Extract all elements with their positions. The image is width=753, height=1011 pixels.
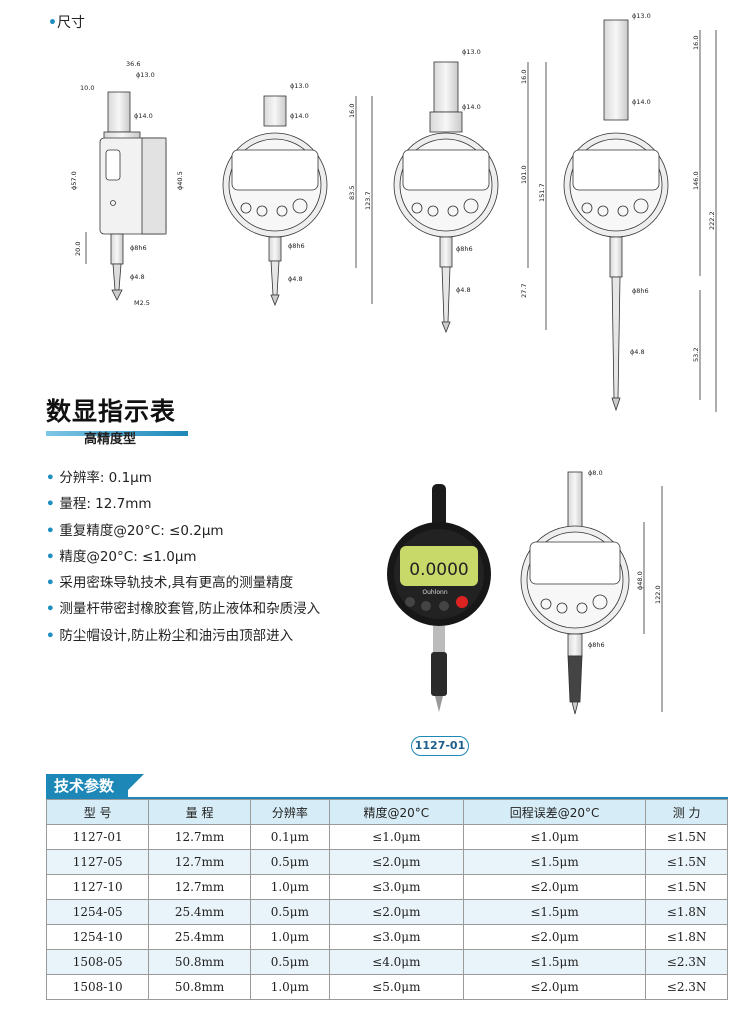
f1-cap-label: 16.0 — [348, 104, 356, 118]
f3-mid-label: 146.0 — [692, 171, 700, 190]
feature-item: • 分辨率: 0.1μm — [46, 470, 152, 486]
side-topdia-label: ϕ13.0 — [136, 71, 155, 79]
feature-item: • 重复精度@20°C: ≤0.2μm — [46, 522, 224, 539]
bullet-icon: • — [48, 15, 57, 31]
f2-topdia-label: ϕ13.0 — [462, 48, 481, 56]
page-title: 数显指示表 — [46, 397, 177, 426]
header-model: 型 号 — [45, 799, 150, 825]
side-spindle-label: ϕ8h6 — [130, 244, 147, 252]
f4-spindle-label: ϕ8h6 — [588, 641, 605, 649]
f3-tip-label: ϕ4.8 — [630, 348, 645, 356]
header-accuracy: 精度@20°C — [328, 799, 464, 825]
front-view-4-drawing: ϕ8.0 ϕ48.0 122.0 ϕ8h6 — [520, 469, 663, 715]
spec-table-tab: 技术参数 — [46, 774, 129, 798]
spec-tab-tail — [120, 774, 144, 798]
header-force: 测 力 — [645, 799, 728, 825]
f3-total-label: 222.2 — [708, 211, 716, 230]
f4-body-label: ϕ48.0 — [636, 571, 644, 590]
f1-mid-label: 83.5 — [348, 186, 356, 200]
dimensions-heading: •尺寸 — [48, 12, 85, 32]
front-view-3-drawing — [563, 19, 717, 412]
header-range: 量 程 — [148, 799, 251, 825]
feature-item: • 防尘帽设计,防止粉尘和油污由顶部进入 — [46, 627, 294, 644]
f4-topdia-label: ϕ8.0 — [588, 469, 603, 477]
header-resolution: 分辨率 — [249, 799, 330, 825]
title-underline — [46, 431, 188, 436]
feature-item: • 采用密珠导轨技术,具有更高的测量精度 — [46, 575, 294, 592]
page-subtitle: 高精度型 — [84, 432, 137, 447]
side-tip-label: ϕ4.8 — [130, 273, 145, 281]
side-body2-label: ϕ40.5 — [176, 171, 184, 190]
f3-lower-label: 53.2 — [692, 348, 700, 362]
brand-label: Ouhlonn — [422, 589, 447, 596]
lcd-screen — [400, 546, 478, 586]
side-thread-label: M2.5 — [134, 299, 150, 307]
front-view-2-drawing — [393, 61, 547, 334]
f2-spindle-label: ϕ8h6 — [456, 245, 473, 253]
f1-spindle-label: ϕ8h6 — [288, 242, 305, 250]
side-w-label: 36.6 — [126, 60, 140, 68]
f2-total-label: 151.7 — [538, 183, 546, 202]
side-view-drawing — [85, 91, 167, 301]
f2-mid-label: 101.0 — [520, 165, 528, 184]
feature-item: • 测量杆带密封橡胶套管,防止液体和杂质浸入 — [46, 601, 321, 618]
side-body-label: ϕ57.0 — [70, 171, 78, 190]
f2-lower-label: 27.7 — [520, 284, 528, 298]
f3-cap-label: 16.0 — [692, 36, 700, 50]
f2-stemdia-label: ϕ14.0 — [462, 103, 481, 111]
spec-divider — [46, 797, 728, 799]
title-block: 数显指示表 — [46, 392, 188, 436]
f1-tip-label: ϕ4.8 — [288, 275, 303, 283]
f2-cap-label: 16.0 — [520, 70, 528, 84]
header-hysteresis: 回程误差@20°C — [462, 799, 647, 825]
table-header-row: 型 号 量 程 分辨率 精度@20°C 回程误差@20°C 测 力 — [45, 799, 728, 825]
feature-item: • 量程: 12.7mm — [46, 496, 152, 513]
f1-total-label: 123.7 — [364, 191, 372, 210]
side-offset-label: 10.0 — [80, 84, 94, 92]
side-lower-label: 20.0 — [74, 242, 82, 256]
technical-drawings: 36.6 ϕ13.0 10.0 ϕ14.0 ϕ57.0 ϕ40.5 20.0 ϕ… — [70, 12, 717, 412]
f3-spindle-label: ϕ8h6 — [632, 287, 649, 295]
spec-table: 型 号 量 程 分辨率 精度@20°C 回程误差@20°C 测 力 1127-0… — [45, 799, 728, 1000]
feature-list: • 分辨率: 0.1μm • 量程: 12.7mm • 重复精度@20°C: ≤… — [46, 468, 320, 652]
f3-topdia-label: ϕ13.0 — [632, 12, 651, 20]
f3-stemdia-label: ϕ14.0 — [632, 98, 651, 106]
front-view-1-drawing — [222, 95, 373, 307]
f4-total-label: 122.0 — [654, 585, 662, 604]
product-photo: 0.0000 Ouhlonn — [387, 484, 491, 712]
model-badge: 1127-01 — [411, 736, 469, 756]
lcd-reading: 0.0000 — [409, 560, 468, 580]
f1-topdia-label: ϕ13.0 — [290, 82, 309, 90]
f2-tip-label: ϕ4.8 — [456, 286, 471, 294]
f1-stemdia-label: ϕ14.0 — [290, 112, 309, 120]
feature-item: • 精度@20°C: ≤1.0μm — [46, 548, 197, 565]
dimensions-heading-text: 尺寸 — [56, 15, 85, 31]
side-stemdia-label: ϕ14.0 — [134, 112, 153, 120]
